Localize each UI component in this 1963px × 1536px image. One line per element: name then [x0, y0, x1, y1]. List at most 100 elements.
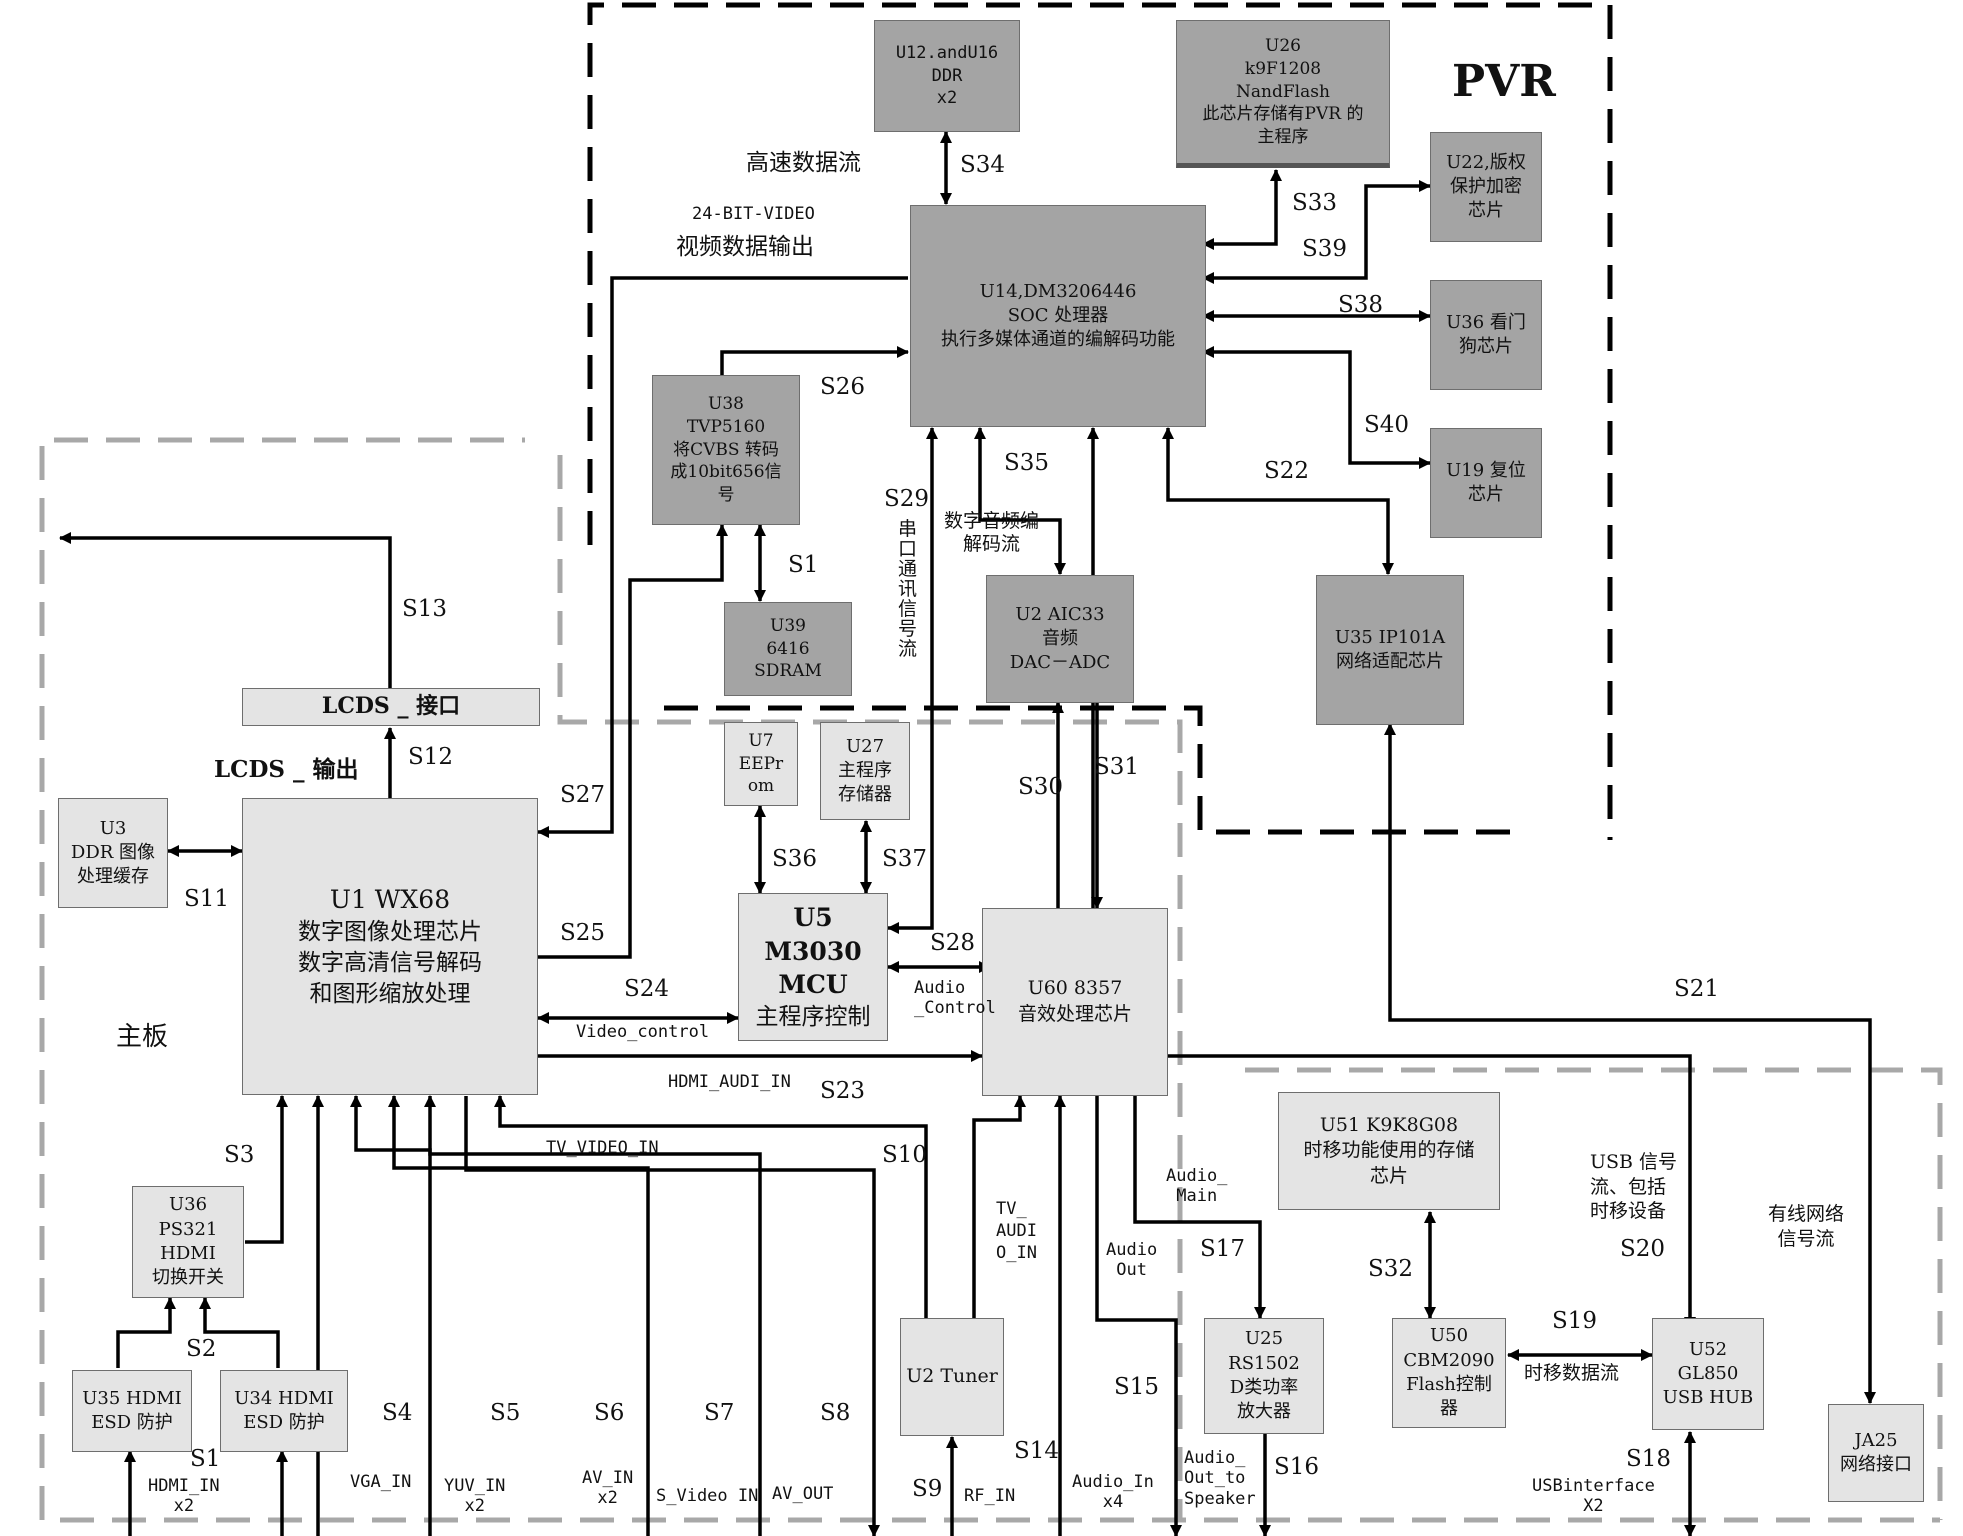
s39-label: S39 [1302, 236, 1348, 262]
u51-line-1: U51 K9K8G08 [1319, 1113, 1459, 1136]
lcds-interface-label: LCDS _ 接口 [321, 693, 461, 720]
usb-interface-label: USBinterface X2 [1532, 1476, 1655, 1517]
u38-line-3: 将CVBS 转码 [673, 439, 779, 460]
s36-label: S36 [772, 846, 818, 872]
s30-label: S30 [1018, 774, 1064, 800]
u7-eeprom-block: U7 EEPr om [724, 722, 798, 806]
u34-hdmi-esd-block: U34 HDMI ESD 防护 [220, 1370, 348, 1452]
pvr-region-title: PVR [1452, 56, 1556, 107]
audio-codec-flow-label: 数字音频编 解码流 [944, 510, 1039, 556]
usb-iface-line-1: USBinterface [1532, 1476, 1655, 1496]
u12-ddr-block: U12.andU16 DDR x2 [874, 20, 1020, 132]
bit24-video-label: 24-BIT-VIDEO [692, 204, 815, 224]
s14-label: S14 [1014, 1438, 1060, 1464]
s16-label: S16 [1274, 1454, 1320, 1480]
s23-label: S23 [820, 1078, 866, 1104]
u38-line-2: TVP5160 [686, 416, 766, 437]
s35-label: S35 [1004, 450, 1050, 476]
audio-out-label: Audio Out [1106, 1240, 1157, 1281]
u26-line-1: U26 [1265, 35, 1301, 56]
high-speed-flow-label: 高速数据流 [746, 150, 861, 176]
audio-out-line-2: Out [1116, 1260, 1147, 1281]
u14-line-3: 执行多媒体通道的编解码功能 [941, 329, 1175, 351]
u36h-line-4: 切换开关 [152, 1267, 224, 1289]
video-control-label: Video_control [576, 1022, 710, 1042]
s33-label: S33 [1292, 190, 1338, 216]
s35-line [974, 427, 1066, 575]
u36h-line-2: PS321 [158, 1218, 218, 1240]
lcds-output-label: LCDS _ 输出 [214, 756, 359, 783]
s40-label: S40 [1364, 412, 1410, 438]
u35h-line-2: ESD 防护 [91, 1412, 173, 1433]
s9-label: S9 [912, 1476, 943, 1502]
u35n-line-2: 网络适配芯片 [1336, 651, 1444, 672]
s24-label: S24 [624, 976, 670, 1002]
u1-line-3: 数字高清信号解码 [298, 949, 482, 976]
u52-usb-hub-block: U52 GL850 USB HUB [1652, 1318, 1764, 1430]
u25-line-4: 放大器 [1237, 1401, 1291, 1423]
s21-label: S21 [1674, 976, 1720, 1002]
av-out-label: AV_OUT [772, 1484, 834, 1504]
u5-line-2: MCU [778, 970, 848, 1000]
u2t-line-1: U2 Tuner [906, 1365, 998, 1388]
u35-hdmi-esd-block: U35 HDMI ESD 防护 [72, 1370, 192, 1452]
u14-soc-block: U14,DM3206446 SOC 处理器 执行多媒体通道的编解码功能 [910, 205, 1206, 427]
u5-mcu-block: U5 M3030 MCU 主程序控制 [738, 893, 888, 1041]
u36w-line-2: 狗芯片 [1459, 336, 1513, 357]
s2-label: S2 [186, 1336, 217, 1362]
u50-flash-controller-block: U50 CBM2090 Flash控制 器 [1392, 1318, 1506, 1428]
usb-flow-label: USB 信号 流、包括 时移设备 [1590, 1150, 1677, 1224]
tv-audio-in-label: TV_ AUDI O_IN [996, 1198, 1037, 1264]
tv-audio-line-2: AUDI [996, 1221, 1037, 1242]
u7-line-2: EEPr [738, 753, 784, 774]
u60-line-2: 音效处理芯片 [1017, 1003, 1132, 1025]
usb-flow-line-3: 时移设备 [1590, 1200, 1667, 1223]
u2-tuner-block: U2 Tuner [900, 1318, 1004, 1436]
audio-main-label: Audio_ Main [1166, 1166, 1227, 1207]
u19-reset-block: U19 复位 芯片 [1430, 428, 1542, 538]
s32-label: S32 [1368, 1256, 1414, 1282]
s17-label: S17 [1200, 1236, 1246, 1262]
u26-nandflash-block: U26 k9F1208 NandFlash 此芯片存储有PVR 的 主程序 [1176, 20, 1390, 168]
s2-left-line [116, 1297, 176, 1368]
u14-line-2: SOC 处理器 [1007, 304, 1109, 326]
u36-watchdog-block: U36 看门 狗芯片 [1430, 280, 1542, 390]
u34-line-1: U34 HDMI [234, 1387, 334, 1409]
audio-out-line-1: Audio [1106, 1240, 1158, 1260]
audio-control-line-1: Audio [914, 978, 966, 998]
s22-line [1162, 427, 1394, 575]
s34-label: S34 [960, 152, 1006, 178]
u25-amplifier-block: U25 RS1502 D类功率 放大器 [1204, 1318, 1324, 1434]
usb-flow-line-2: 流、包括 [1590, 1175, 1667, 1198]
tv-video-in-label: TV_VIDEO_IN [546, 1138, 659, 1158]
rf-in-label: RF_IN [964, 1486, 1016, 1506]
s20-label: S20 [1620, 1236, 1666, 1262]
u36-hdmi-switch-block: U36 PS321 HDMI 切换开关 [132, 1186, 244, 1298]
s38-label: S38 [1338, 292, 1384, 318]
ja25-network-port-block: JA25 网络接口 [1828, 1404, 1924, 1502]
hdmi-in-line-2: x2 [173, 1496, 195, 1517]
u7-line-1: U7 [748, 730, 774, 751]
s2-right-line [199, 1297, 280, 1368]
u26-line-3: NandFlash [1236, 81, 1330, 102]
u12-line-1: U12.andU16 [895, 42, 999, 63]
u12-line-2: DDR [931, 65, 963, 86]
usb-flow-line-1: USB 信号 [1590, 1151, 1678, 1173]
s33-line [1202, 169, 1282, 250]
u22-line-1: U22,版权 [1446, 151, 1526, 173]
u5-line-1: U5 M3030 [764, 902, 862, 966]
s12-label: S12 [408, 744, 454, 770]
s25-line [538, 524, 728, 959]
s8-label: S8 [820, 1400, 851, 1426]
audio-speaker-line-1: Audio_ [1184, 1448, 1246, 1468]
u52-line-1: U52 [1688, 1338, 1728, 1360]
u38-line-4: 成10bit656信 [670, 462, 782, 483]
u39-line-1: U39 [770, 615, 806, 636]
s10-line [494, 1095, 928, 1318]
audio-in-line-1: Audio_In [1072, 1472, 1154, 1492]
u25-line-3: D类功率 [1229, 1377, 1299, 1398]
serial-char-1: 串 [898, 518, 918, 540]
serial-char-2: 口 [898, 537, 918, 560]
s11-label: S11 [184, 886, 230, 912]
s27-label: S27 [560, 782, 606, 808]
